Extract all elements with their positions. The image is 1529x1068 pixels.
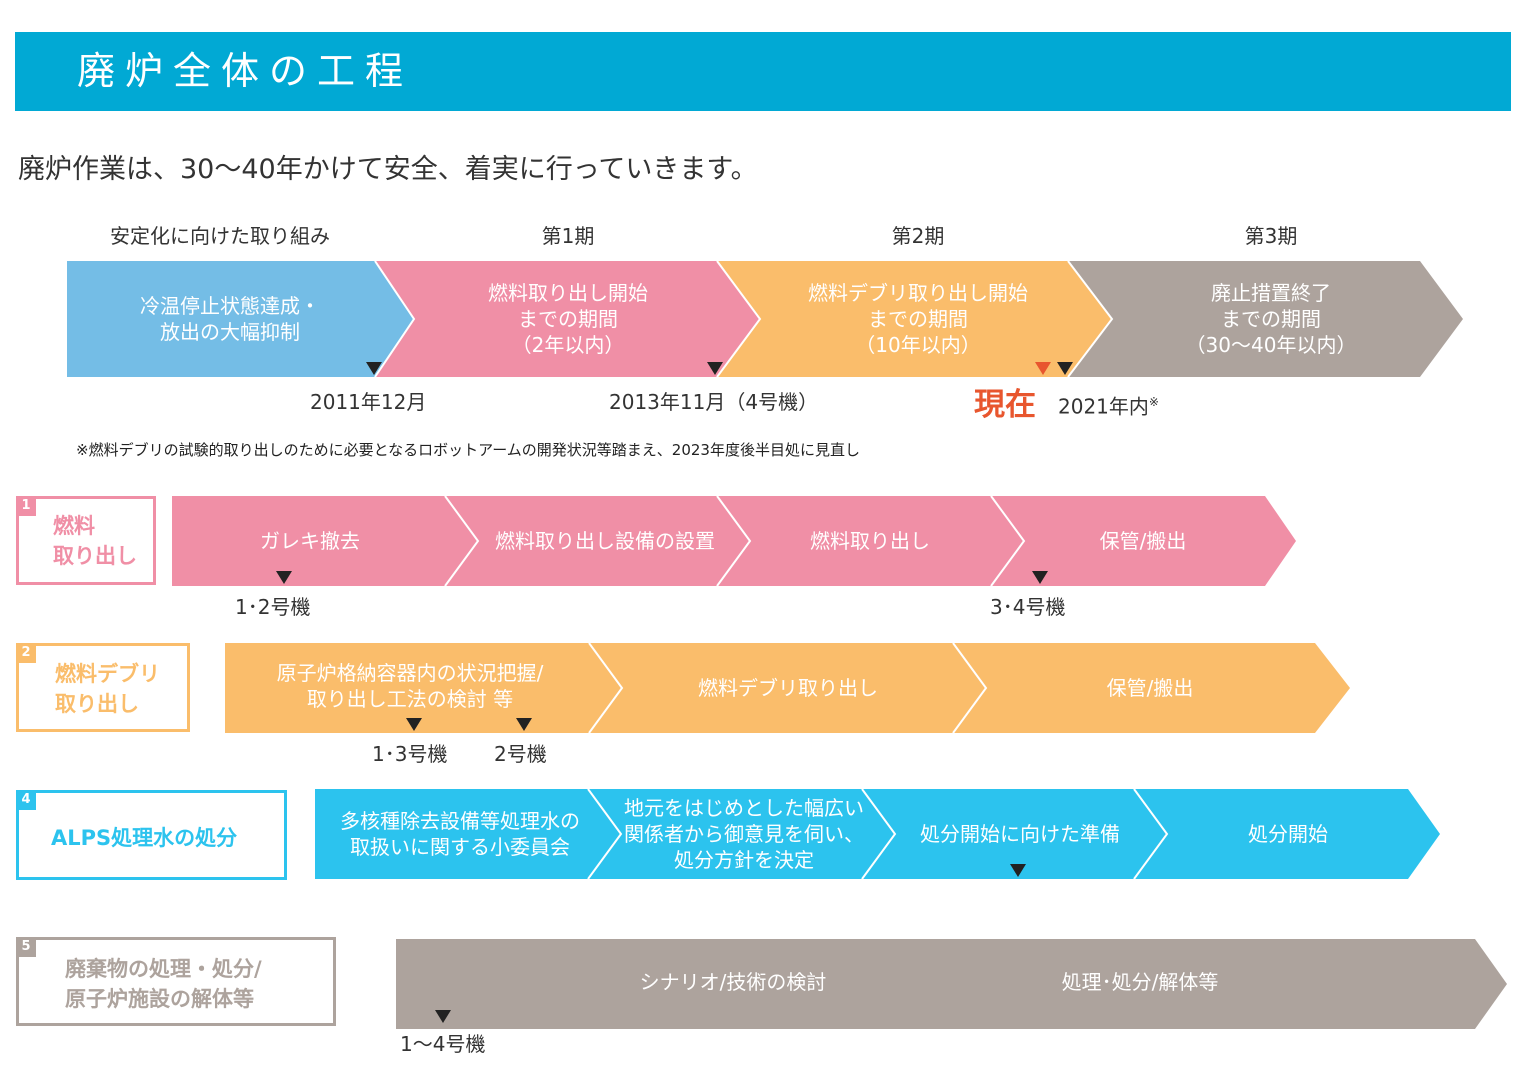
phase-text-1: 燃料取り出し開始 までの期間 （2年以内） xyxy=(488,281,648,357)
timeline-arrow-phase-3 xyxy=(1068,261,1463,377)
date-2013-11: 2013年11月（4号機） xyxy=(609,390,819,414)
cat2-step-3: 保管/搬出 xyxy=(1106,676,1194,700)
category-4-label: ALPS処理水の処分 xyxy=(51,826,238,850)
phase-label-2: 第2期 xyxy=(891,224,945,248)
category-5-box: 5 廃棄物の処理・処分/ 原子炉施設の解体等 xyxy=(16,937,336,1026)
cat4-step-2: 地元をはじめとした幅広い 関係者から御意見を伺い、 処分方針を決定 xyxy=(624,796,864,872)
category-2-label: 燃料デブリ 取り出し xyxy=(55,662,160,716)
cat1-step-2: 燃料取り出し設備の設置 xyxy=(495,529,715,553)
cat5-step-1: シナリオ/技術の検討 xyxy=(639,970,827,994)
cat2-marker-label-2: 2号機 xyxy=(494,742,547,766)
page-subtitle: 廃炉作業は、30〜40年かけて安全、着実に行っていきます。 xyxy=(18,154,758,185)
cat5-step-2: 処理･処分/解体等 xyxy=(1061,970,1219,994)
category-4-box: 4 ALPS処理水の処分 xyxy=(16,790,287,880)
cat5-marker-label: 1〜4号機 xyxy=(400,1032,486,1056)
cat2-arrow xyxy=(225,643,1350,733)
date-2011-12: 2011年12月 xyxy=(310,390,427,414)
cat1-step-1: ガレキ撤去 xyxy=(260,529,360,553)
cat5-marker xyxy=(435,1010,451,1023)
category-1-number: 1 xyxy=(16,496,36,516)
timeline-arrow-stabilization xyxy=(67,261,414,377)
category-2-number: 2 xyxy=(16,643,36,663)
phase-label-3: 第3期 xyxy=(1244,224,1298,248)
header-bar: 廃炉全体の工程 xyxy=(15,32,1511,111)
marker-2011-12 xyxy=(366,362,382,375)
category-1-label: 燃料 取り出し xyxy=(53,514,137,568)
cat4-marker xyxy=(1010,864,1026,877)
cat1-marker-label-2: 3･4号機 xyxy=(990,595,1066,619)
marker-2021 xyxy=(1057,362,1073,375)
phase-text-3: 廃止措置終了 までの期間 （30〜40年以内） xyxy=(1185,281,1357,357)
cat2-marker-2 xyxy=(516,718,532,731)
cat4-arrow xyxy=(315,789,1440,879)
phase-text-stabilization: 冷温停止状態達成・ 放出の大幅抑制 xyxy=(140,294,320,344)
timeline-arrow-phase-2 xyxy=(717,261,1112,377)
date-2021: 2021年内※ xyxy=(1058,394,1159,419)
cat1-marker-2 xyxy=(1032,571,1048,584)
cat1-arrow xyxy=(172,496,1296,586)
cat4-step-3: 処分開始に向けた準備 xyxy=(920,822,1120,846)
cat2-marker-label-1: 1･3号機 xyxy=(372,742,448,766)
category-5-label: 廃棄物の処理・処分/ 原子炉施設の解体等 xyxy=(65,957,262,1011)
cat1-marker-label-1: 1･2号機 xyxy=(235,595,311,619)
category-5-number: 5 xyxy=(16,937,36,957)
marker-now xyxy=(1035,362,1051,375)
cat1-marker-1 xyxy=(276,571,292,584)
page-title: 廃炉全体の工程 xyxy=(77,49,414,93)
cat4-step-4: 処分開始 xyxy=(1248,822,1328,846)
cat2-marker-1 xyxy=(406,718,422,731)
category-1-box: 1 燃料 取り出し xyxy=(16,496,156,585)
phase-label-1: 第1期 xyxy=(541,224,595,248)
cat2-step-2: 燃料デブリ取り出し xyxy=(698,676,878,700)
cat5-arrow xyxy=(396,939,1507,1029)
phase-label-stabilization: 安定化に向けた取り組み xyxy=(110,224,330,248)
cat1-step-3: 燃料取り出し xyxy=(810,529,930,553)
now-label: 現在 xyxy=(974,387,1036,423)
category-2-box: 2 燃料デブリ 取り出し xyxy=(16,643,190,732)
cat2-step-1: 原子炉格納容器内の状況把握/ 取り出し工法の検討 等 xyxy=(276,661,544,711)
cat4-step-1: 多核種除去設備等処理水の 取扱いに関する小委員会 xyxy=(340,809,580,859)
phase-text-2: 燃料デブリ取り出し開始 までの期間 （10年以内） xyxy=(808,281,1028,357)
marker-2013-11 xyxy=(707,362,723,375)
category-4-number: 4 xyxy=(16,790,36,810)
timeline-arrow-phase-1 xyxy=(375,261,760,377)
footnote: ※燃料デブリの試験的取り出しのために必要となるロボットアームの開発状況等踏まえ、… xyxy=(76,441,860,459)
cat1-step-4: 保管/搬出 xyxy=(1099,529,1187,553)
